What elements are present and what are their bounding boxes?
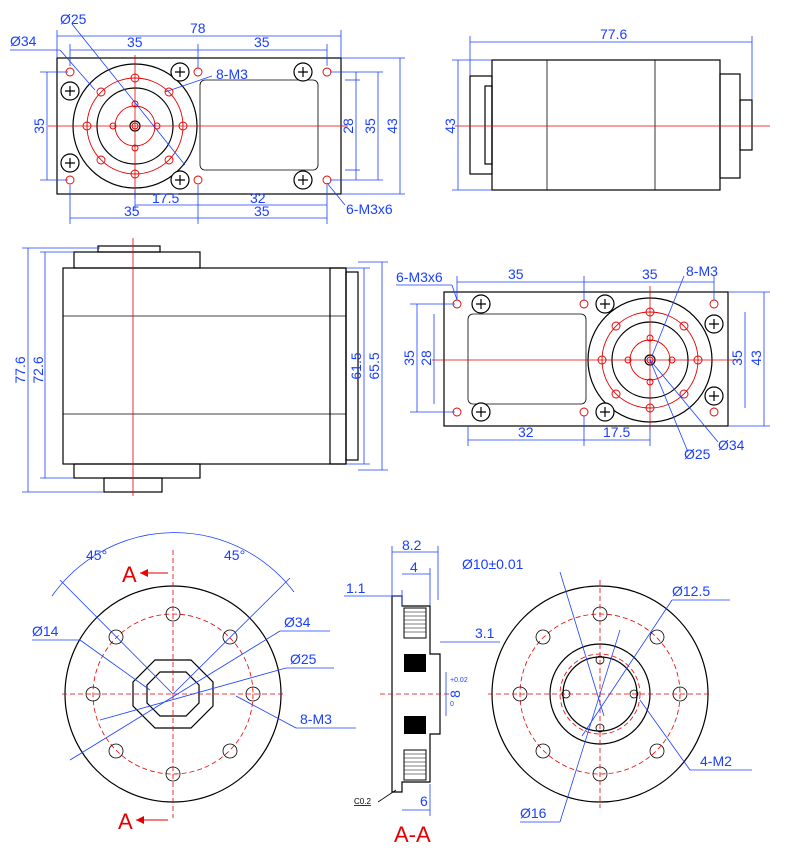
front-view: 77.6 72.6 61.5 65.5	[12, 238, 388, 496]
front-dim-65-5: 65.5	[366, 352, 382, 379]
side-top-dim-43: 43	[442, 118, 458, 134]
bottom-dim-35-right: 35	[642, 266, 658, 282]
top-label-6m3x6: 6-M3x6	[346, 201, 393, 217]
back-label-4m2: 4-M2	[700, 753, 732, 769]
front-horn-top	[73, 251, 201, 269]
section-dim-8-2: 8.2	[402, 537, 422, 553]
front-base-bottom	[73, 463, 201, 479]
bottom-dim-pitch: Ø25	[684, 446, 711, 462]
top-dim-35-height: 35	[362, 118, 378, 134]
front-body	[62, 267, 347, 465]
top-dim-35-right: 35	[254, 34, 270, 50]
front-dim-61-5: 61.5	[348, 352, 364, 379]
top-dim-17-5: 17.5	[152, 190, 179, 206]
horn-label-8m3: 8-M3	[300, 711, 332, 727]
section-chamfer: C0.2	[354, 797, 371, 806]
section-tol-lower: 0	[450, 701, 454, 708]
top-window	[199, 79, 319, 171]
bottom-screws	[471, 294, 724, 422]
top-view: 78 35 35 Ø25 Ø34 8-M3 28 35 43 35	[10, 11, 405, 224]
horn-section-mark-bottom: A	[118, 809, 133, 834]
top-dim-28: 28	[340, 118, 356, 134]
bottom-dim-right-43: 43	[748, 350, 764, 366]
bottom-dim-left-35: 35	[401, 350, 417, 366]
back-dim-bore: Ø10±0.01	[462, 556, 524, 572]
bottom-dim-left-28: 28	[418, 350, 434, 366]
bottom-dim-17-5: 17.5	[603, 424, 630, 440]
top-screws	[60, 62, 313, 190]
top-dim-32: 32	[250, 190, 266, 206]
bottom-label-6m3x6: 6-M3x6	[396, 269, 443, 285]
bottom-body-plate	[443, 291, 729, 427]
bottom-dim-35-left: 35	[508, 266, 524, 282]
side-shaft-right	[739, 99, 753, 151]
section-title: A-A	[394, 822, 431, 847]
top-dim-35-left: 35	[127, 34, 143, 50]
section-dim-4: 4	[410, 559, 418, 575]
horn-front: 45° 45° A A Ø14 Ø34 Ø25 8-M3	[32, 532, 356, 834]
bottom-view: 35 35 6-M3x6 8-M3 35 28 35 43 32 17.5 Ø3…	[396, 263, 770, 462]
horn-spline-hatch	[404, 611, 426, 775]
top-dim-flange: Ø34	[10, 33, 37, 49]
side-body	[491, 59, 721, 191]
side-view-top: 77.6 43	[442, 26, 770, 191]
top-dim-35-bottom-left: 35	[124, 203, 140, 219]
back-dim-ring: Ø12.5	[672, 583, 710, 599]
top-dim-35-bottom-right: 35	[254, 203, 270, 219]
horn-dim-outer: Ø34	[284, 614, 311, 630]
horn-dim-pitch: Ø25	[290, 651, 317, 667]
section-dim-3-1: 3.1	[475, 625, 495, 641]
horn-angle-left: 45°	[86, 547, 107, 563]
bottom-dim-32: 32	[518, 424, 534, 440]
horn-dim-hub: Ø14	[32, 623, 59, 639]
horn-hub-octagon	[132, 659, 214, 729]
top-dim-left-35: 35	[31, 118, 47, 134]
bottom-window	[467, 313, 587, 405]
horn-section-mark-top: A	[122, 562, 137, 587]
top-dim-43: 43	[384, 118, 400, 134]
horn-back: Ø10±0.01 Ø12.5 4-M2 Ø16	[462, 556, 752, 823]
front-dim-77-6: 77.6	[12, 356, 28, 383]
side-top-dim-77-6: 77.6	[600, 26, 627, 42]
top-label-8m3: 8-M3	[216, 66, 248, 82]
section-dim-6: 6	[420, 793, 428, 809]
section-dim-1-1: 1.1	[346, 580, 366, 596]
side-horn-left	[469, 75, 493, 175]
bottom-dim-right-35: 35	[729, 350, 745, 366]
back-dim-pcd: Ø16	[520, 805, 547, 821]
horn-angle-right: 45°	[224, 547, 245, 563]
front-dim-72-6: 72.6	[30, 356, 46, 383]
section-dim-8: 8	[447, 690, 463, 698]
horn-section: 8.2 4 1.1 3.1 8 +0.02 0 6 C0.2 A-A	[344, 537, 500, 847]
bottom-label-8m3: 8-M3	[686, 263, 718, 279]
top-dim-pitch: Ø25	[60, 11, 87, 27]
bottom-dim-flange: Ø34	[718, 437, 745, 453]
top-dim-78: 78	[190, 20, 206, 36]
section-tol-upper: +0.02	[450, 677, 468, 684]
